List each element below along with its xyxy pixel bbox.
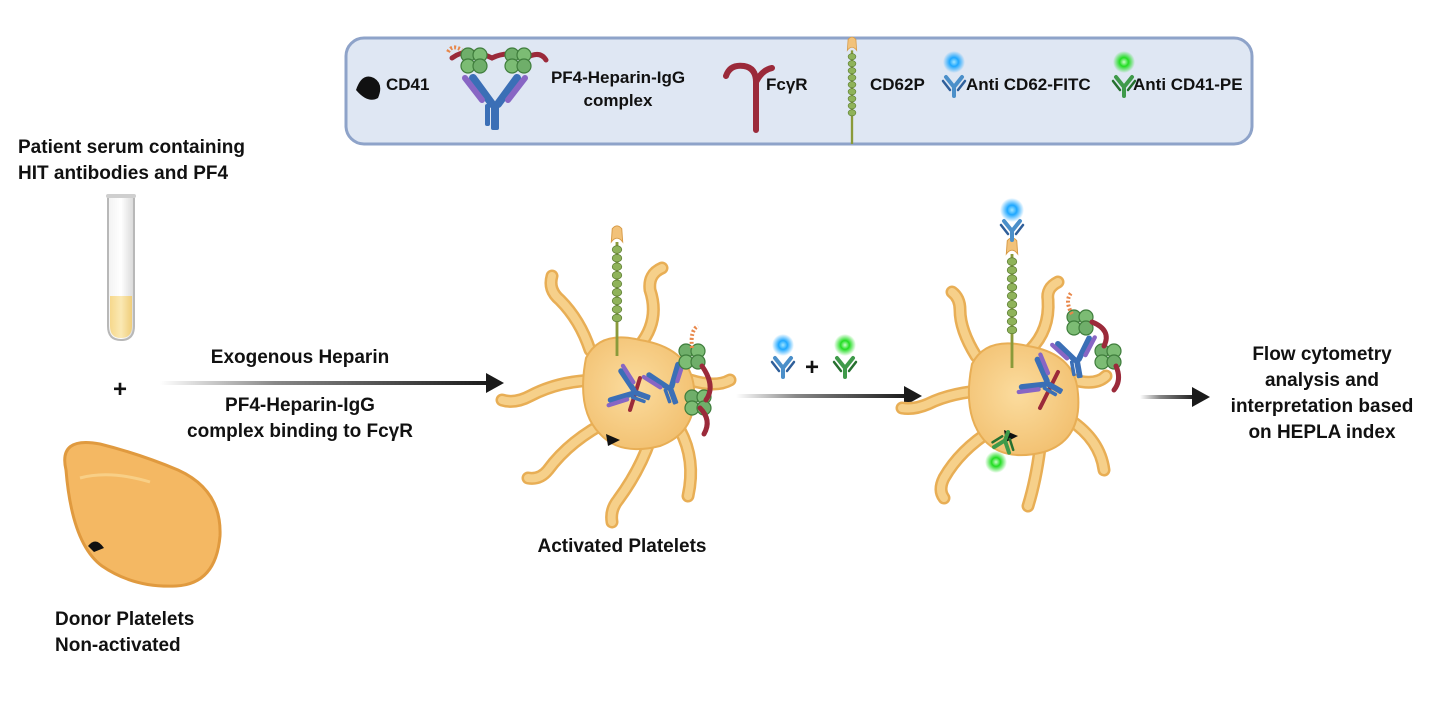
arrow-analysis (1140, 387, 1210, 407)
result-label-3: interpretation based (1231, 396, 1414, 417)
stained-platelet-icon (895, 198, 1122, 513)
left-plus-sign: + (113, 376, 127, 403)
activated-platelets-label: Activated Platelets (538, 536, 707, 557)
result-label-4: on HEPLA index (1248, 422, 1396, 443)
legend-fcgr-label: FcγR (766, 75, 808, 94)
activated-platelet-icon (495, 224, 737, 529)
legend-box: CD41 PF4-Heparin-IgG complex FcγR CD62P … (344, 35, 1254, 146)
cd41-icon (356, 76, 381, 100)
result-label-1: Flow cytometry (1252, 344, 1392, 365)
legend-anti-cd62-label: Anti CD62-FITC (966, 75, 1091, 94)
anti-cd41-pe-icon (1111, 51, 1137, 98)
serum-label-1: Patient serum containing (18, 137, 245, 158)
donor-cd41-icon (88, 541, 104, 552)
stain-plus-sign: + (805, 354, 819, 381)
donor-platelet-icon (63, 441, 222, 588)
legend-complex-label-1: PF4-Heparin-IgG (551, 68, 685, 87)
serum-label-2: HIT antibodies and PF4 (18, 163, 229, 184)
pf4-heparin-igg-complex-icon (446, 45, 549, 130)
arrow1-label-above: Exogenous Heparin (211, 347, 389, 368)
anti-cd62-fitc-icon (941, 51, 967, 98)
arrow-heparin (160, 373, 504, 393)
result-label-2: analysis and (1265, 370, 1379, 391)
legend-complex-label-2: complex (584, 91, 654, 110)
arrow-staining (736, 386, 922, 406)
donor-label-1: Donor Platelets (55, 609, 194, 630)
serum-tube-icon (106, 194, 136, 342)
legend-cd62p-label: CD62P (870, 75, 925, 94)
fcgr-icon (723, 62, 775, 133)
donor-label-2: Non-activated (55, 635, 181, 656)
legend-anti-cd41-label: Anti CD41-PE (1133, 75, 1243, 94)
arrow1-label-below-2: complex binding to FcγR (187, 421, 413, 442)
stain-anti-cd62-icon (770, 334, 796, 379)
legend-cd41-label: CD41 (386, 75, 429, 94)
stain-anti-cd41-icon (832, 334, 858, 379)
activated-cd41-icon (606, 434, 620, 446)
arrow1-label-below-1: PF4-Heparin-IgG (225, 395, 375, 416)
